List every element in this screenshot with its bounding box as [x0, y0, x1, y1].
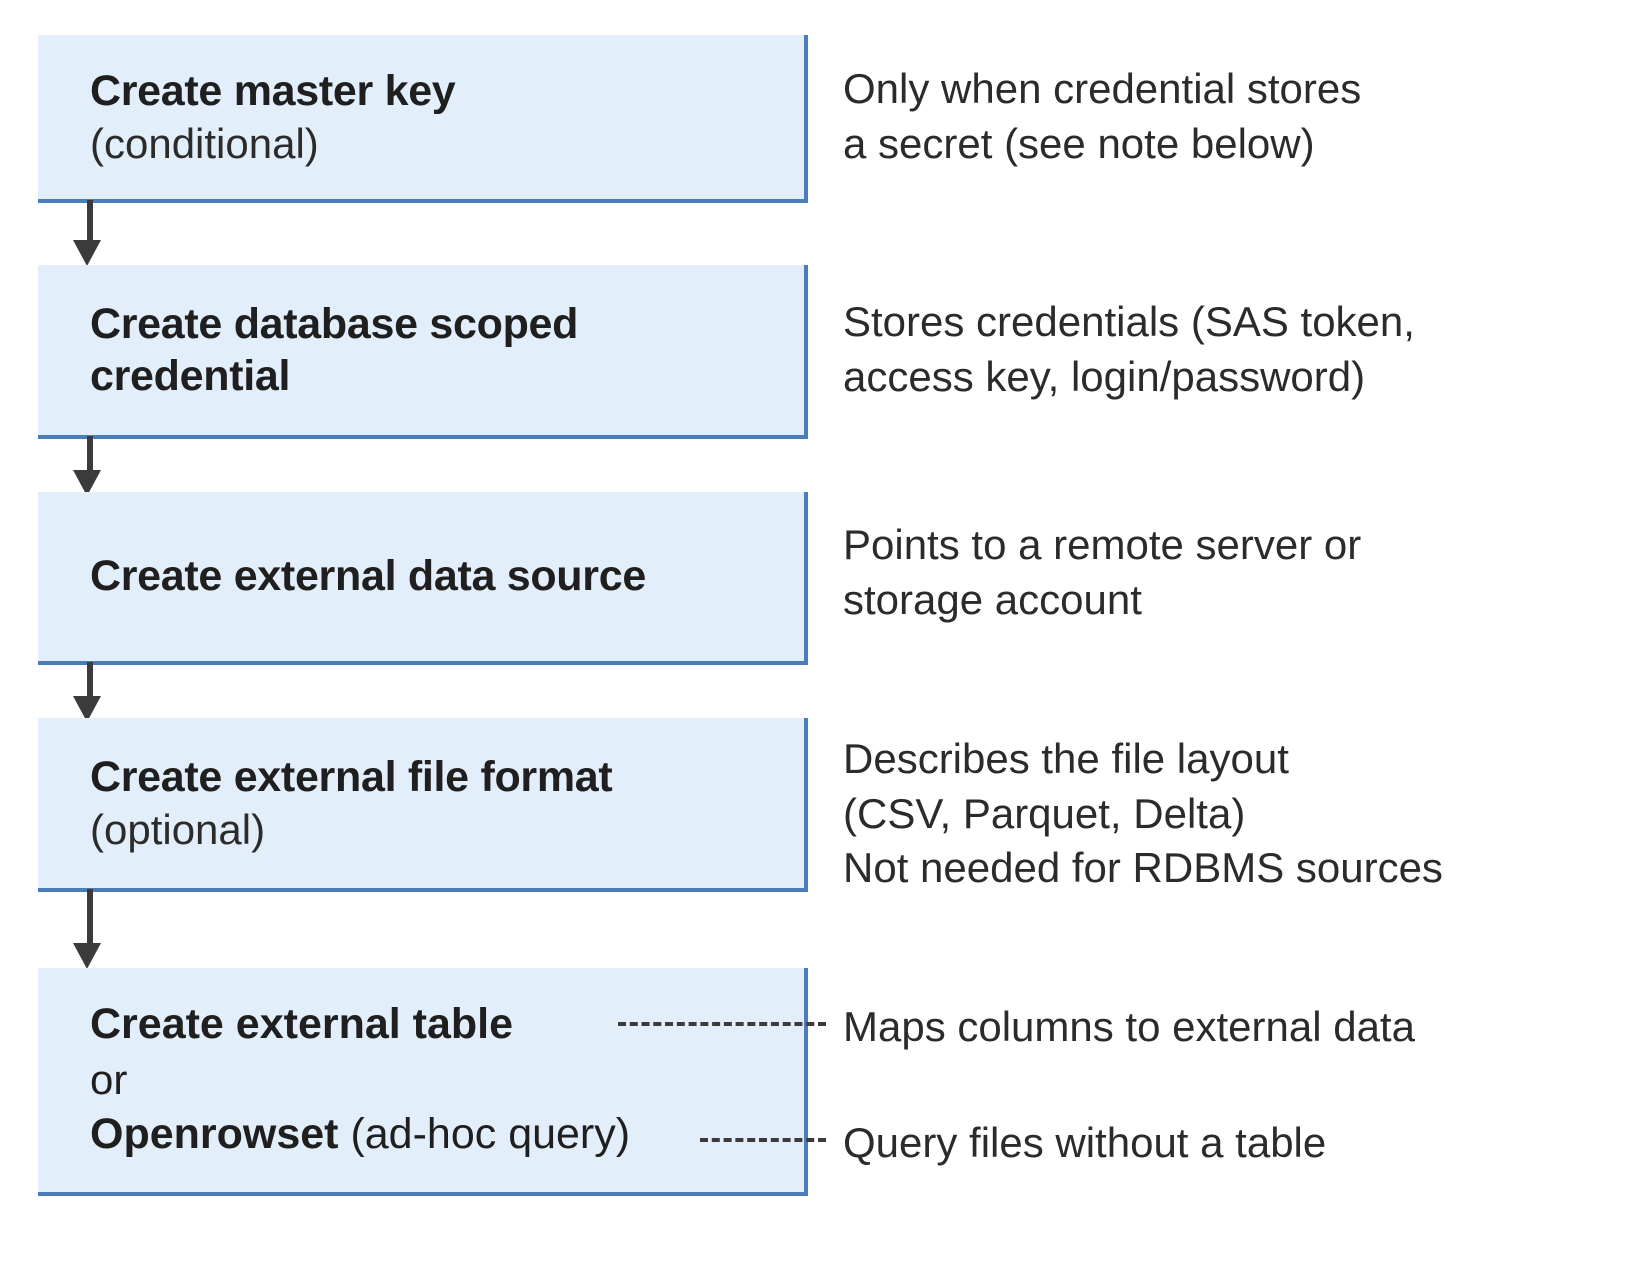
arrow-shaft [87, 889, 93, 945]
arrow-shaft [87, 662, 93, 698]
flow-step-scoped-credential-title: Create database scoped credential [90, 299, 579, 400]
arrow-head [73, 943, 101, 969]
flow-step-master-key-title: Create master key [90, 67, 456, 116]
note-external-data-source: Points to a remote server or storage acc… [843, 521, 1362, 623]
arrow-down-icon-1 [73, 200, 101, 266]
flow-step-external-file-format-title: Create external file format [90, 753, 613, 802]
flow-step-external-table-title: Create external table [90, 999, 514, 1048]
dashed-connector-openrowset [700, 1138, 826, 1142]
flow-step-openrowset-qualifier: (ad-hoc query) [338, 1110, 631, 1159]
flow-step-external-data-source: Create external data source [38, 492, 808, 665]
note-scoped-credential: Stores credentials (SAS token, access ke… [843, 298, 1415, 400]
flow-step-external-table-or: or [90, 1055, 128, 1103]
flow-step-external-file-format-subtitle: (optional) [90, 805, 266, 853]
arrow-head [73, 240, 101, 266]
flow-step-scoped-credential: Create database scoped credential [38, 265, 808, 439]
flow-step-external-table: Create external table or Openrowset (ad-… [38, 968, 808, 1196]
dashed-connector-external-table [618, 1022, 826, 1026]
flow-step-openrowset-label: Openrowset [90, 1110, 339, 1159]
note-master-key: Only when credential stores a secret (se… [843, 65, 1362, 167]
flow-step-openrowset-title: Openrowset (ad-hoc query) [90, 1107, 790, 1163]
flow-step-master-key: Create master key (conditional) [38, 35, 808, 203]
note-external-file-format: Describes the file layout (CSV, Parquet,… [843, 735, 1443, 892]
arrow-head [73, 696, 101, 722]
arrow-down-icon-4 [73, 889, 101, 971]
flow-step-master-key-subtitle: (conditional) [90, 119, 319, 167]
note-openrowset: Query files without a table [843, 1119, 1327, 1166]
flow-step-external-file-format: Create external file format (optional) [38, 718, 808, 892]
arrow-head [73, 470, 101, 496]
flow-step-external-data-source-title: Create external data source [90, 552, 646, 601]
arrow-down-icon-3 [73, 662, 101, 722]
arrow-shaft [87, 436, 93, 472]
arrow-shaft [87, 200, 93, 242]
arrow-down-icon-2 [73, 436, 101, 496]
note-external-table: Maps columns to external data [843, 1003, 1415, 1050]
